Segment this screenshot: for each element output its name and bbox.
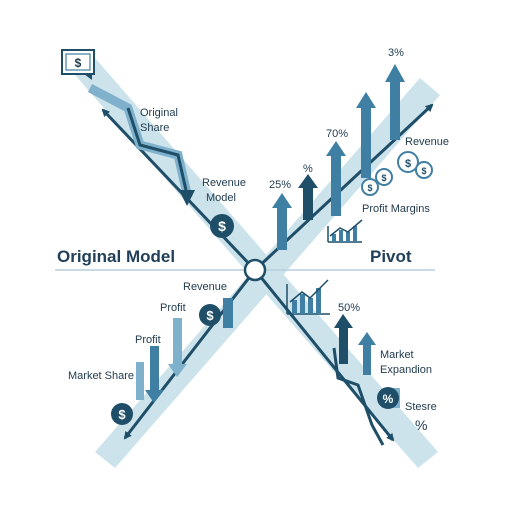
zigzag-arrow-market [332,347,385,446]
label-pct: % [303,163,313,175]
bar-up-market [334,314,353,364]
label-pct-bottom: % [415,417,427,433]
label-market-share: Market Share [68,370,134,382]
money-note-glyph: $ [75,56,82,70]
label-pct-25: 25% [269,179,291,191]
svg-text:$: $ [381,173,386,183]
label-revenue-right: Revenue [405,136,449,148]
percent-coin-icon: % [377,387,399,409]
growth-chart-icon-upper [327,219,363,243]
money-note-icon: $ [61,49,95,80]
label-original-share-2: Share [140,122,169,134]
dollar-coin-revenue-model: $ [210,214,234,238]
label-pct-3: 3% [388,47,404,59]
pivot-point [243,258,267,282]
zigzag-arrow-original-share-dark [126,107,188,191]
svg-text:$: $ [405,158,411,170]
bar-down-profit-2 [145,346,164,403]
bar-down-market-share [136,362,144,400]
label-profit-1: Profit [160,302,186,314]
svg-text:$: $ [206,308,214,323]
bar-25 [272,193,292,250]
bar-down-profit-1 [168,318,187,377]
svg-text:$: $ [118,407,126,422]
label-pct-70: 70% [326,128,348,140]
heading-pivot: Pivot [370,247,412,266]
label-profit-margins: Profit Margins [362,203,430,215]
svg-text:$: $ [367,183,372,193]
arrow-lower-right [253,269,395,442]
bar-up-expansion [358,332,376,375]
label-market-expansion-1: Market [380,349,414,361]
svg-text:$: $ [218,218,226,234]
zigzag-arrow-head [179,190,195,206]
label-revenue-left: Revenue [183,281,227,293]
svg-text:$: $ [421,166,426,176]
heading-original-model: Original Model [57,247,175,266]
bar-mid [356,92,376,178]
svg-text:%: % [383,392,394,406]
label-market-expansion-2: Expandion [380,364,432,376]
bar-3 [385,64,405,140]
arrow-lower-left [123,269,257,440]
dollar-coin-market-share: $ [111,403,133,425]
bar-70 [326,141,346,216]
label-revenue-model-1: Revenue [202,177,246,189]
label-revenue-model-2: Model [206,192,236,204]
label-original-share-1: Original [140,107,178,119]
label-pct-50: 50% [338,302,360,314]
coin-stack-icon: $ $ $ $ [361,151,433,196]
growth-chart-icon-lower [286,279,330,315]
dollar-coin-revenue-left: $ [199,304,221,326]
label-profit-2: Profit [135,334,161,346]
bar-percent [298,174,318,220]
bar-down-revenue [223,298,233,328]
label-stesre: Stesre [405,401,437,413]
